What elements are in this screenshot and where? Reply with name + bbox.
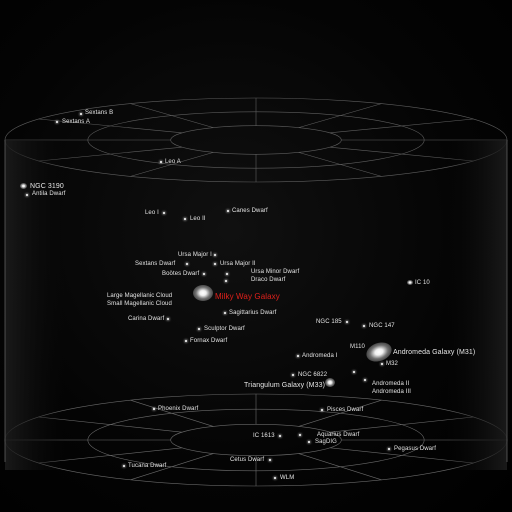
- label-ngc-6822: NGC 6822: [298, 372, 328, 378]
- label-m110: M110: [350, 344, 365, 350]
- label-pisces-dwarf: Pisces Dwarf: [327, 407, 364, 413]
- sagittarius-dwarf-dot: [224, 312, 226, 314]
- bottom-grid-spoke-8: [130, 399, 214, 427]
- label-large-magellanic-cloud: Large Magellanic Cloud: [107, 293, 173, 299]
- label-aquarius-dwarf: Aquarius Dwarf: [317, 432, 360, 438]
- label-sagittarius-dwarf: Sagittarius Dwarf: [229, 310, 277, 316]
- label-small-magellanic-cloud: Small Magellanic Cloud: [107, 301, 172, 307]
- label-andromeda-iii: Andromeda III: [372, 389, 411, 395]
- label-ic-1613: IC 1613: [253, 433, 275, 439]
- tucana-dwarf-dot: [123, 465, 125, 467]
- draco-dwarf-dot: [225, 280, 227, 282]
- label-tucana-dwarf: Tucana Dwarf: [128, 463, 167, 469]
- label-bootes-dwarf: Boötes Dwarf: [162, 271, 200, 277]
- pegasus-dwarf-dot: [388, 448, 390, 450]
- top-grid-ring-0: [170, 125, 342, 155]
- label-pegasus-dwarf: Pegasus Dwarf: [394, 446, 436, 452]
- aquarius-dwarf-dot: [299, 434, 301, 436]
- label-andromeda-ii: Andromeda II: [372, 381, 410, 387]
- label-sagdig: SagDIG: [315, 439, 337, 445]
- label-phoenix-dwarf: Phoenix Dwarf: [158, 406, 199, 412]
- top-grid-spoke-10: [298, 103, 382, 128]
- bootes-dwarf-dot: [203, 273, 205, 275]
- top-grid-spoke-8: [130, 103, 214, 128]
- top-grid-spoke-11: [329, 118, 474, 134]
- ic-1613-dot: [279, 435, 281, 437]
- andromeda-ii-dot: [353, 371, 355, 373]
- sextans-a-dot: [56, 121, 58, 123]
- canes-dwarf-dot: [227, 210, 229, 212]
- label-fornax-dwarf: Fornax Dwarf: [190, 338, 228, 344]
- carina-dwarf-dot: [167, 318, 169, 320]
- wlm-dot: [274, 477, 276, 479]
- top-grid-spoke-2: [298, 152, 382, 177]
- antila-dwarf-dot: [26, 194, 28, 196]
- bottom-disc-grid: [4, 393, 508, 487]
- triangulum-glow: [325, 378, 335, 387]
- sextans-dwarf-dot: [186, 263, 188, 265]
- bottom-grid-spoke-10: [298, 399, 382, 427]
- top-disc-grid: [4, 97, 508, 183]
- ngc-6822-dot: [292, 374, 294, 376]
- label-andromeda-i: Andromeda I: [302, 353, 338, 359]
- label-sextans-a: Sextans A: [62, 119, 90, 125]
- top-grid-spoke-7: [38, 118, 183, 134]
- ursa-major-ii-dot: [214, 263, 216, 265]
- ursa-major-i-dot: [214, 254, 216, 256]
- m32-dot: [381, 363, 383, 365]
- cylinder-wall-left: [5, 140, 65, 470]
- sculptor-dwarf-dot: [198, 328, 200, 330]
- label-andromeda-galaxy: Andromeda Galaxy (M31): [393, 349, 476, 356]
- pisces-dwarf-dot: [321, 409, 323, 411]
- label-carina-dwarf: Carina Dwarf: [128, 316, 165, 322]
- label-ursa-major-i: Ursa Major I: [178, 252, 212, 258]
- label-canes-dwarf: Canes Dwarf: [232, 208, 268, 214]
- bottom-grid-spoke-2: [298, 453, 382, 481]
- bottom-grid-spoke-4: [130, 453, 214, 481]
- leo-a-dot: [160, 161, 162, 163]
- label-sextans-b: Sextans B: [85, 110, 114, 116]
- label-ic-10: IC 10: [415, 280, 430, 286]
- andromeda-iii-dot: [364, 379, 366, 381]
- label-ngc-147: NGC 147: [369, 323, 395, 329]
- label-ngc-3190: NGC 3190: [30, 183, 64, 190]
- label-draco-dwarf: Draco Dwarf: [251, 277, 286, 283]
- ngc-185-dot: [346, 321, 348, 323]
- andromeda-i-dot: [297, 355, 299, 357]
- label-milky-way: Milky Way Galaxy: [215, 292, 280, 301]
- cetus-dwarf-dot: [269, 459, 271, 461]
- label-leo-a: Leo A: [165, 159, 181, 165]
- label-leo-i: Leo I: [145, 210, 159, 216]
- cylinder-wall-right: [447, 140, 507, 470]
- leo-i-dot: [163, 212, 165, 214]
- label-ursa-major-ii: Ursa Major II: [220, 261, 256, 267]
- label-sculptor-dwarf: Sculptor Dwarf: [204, 326, 245, 332]
- label-ursa-minor-dwarf: Ursa Minor Dwarf: [251, 269, 300, 275]
- label-cetus-dwarf: Cetus Dwarf: [230, 457, 265, 463]
- label-ngc-185: NGC 185: [316, 319, 342, 325]
- label-antila-dwarf: Antila Dwarf: [32, 191, 66, 197]
- sextans-b-dot: [80, 113, 82, 115]
- leo-ii-dot: [184, 218, 186, 220]
- phoenix-dwarf-dot: [153, 408, 155, 410]
- ngc-3190-glow: [20, 183, 27, 189]
- top-grid-spoke-4: [130, 152, 214, 177]
- label-wlm: WLM: [280, 475, 295, 481]
- ngc-147-dot: [363, 325, 365, 327]
- label-triangulum-galaxy: Triangulum Galaxy (M33): [244, 382, 326, 389]
- label-leo-ii: Leo II: [190, 216, 206, 222]
- ic-10-glow: [407, 280, 413, 285]
- ursa-minor-dwarf-dot: [226, 273, 228, 275]
- milky-way-glow: [193, 285, 213, 301]
- fornax-dwarf-dot: [185, 340, 187, 342]
- sagdig-dot: [308, 441, 310, 443]
- label-m32: M32: [386, 361, 398, 367]
- label-sextans-dwarf: Sextans Dwarf: [135, 261, 176, 267]
